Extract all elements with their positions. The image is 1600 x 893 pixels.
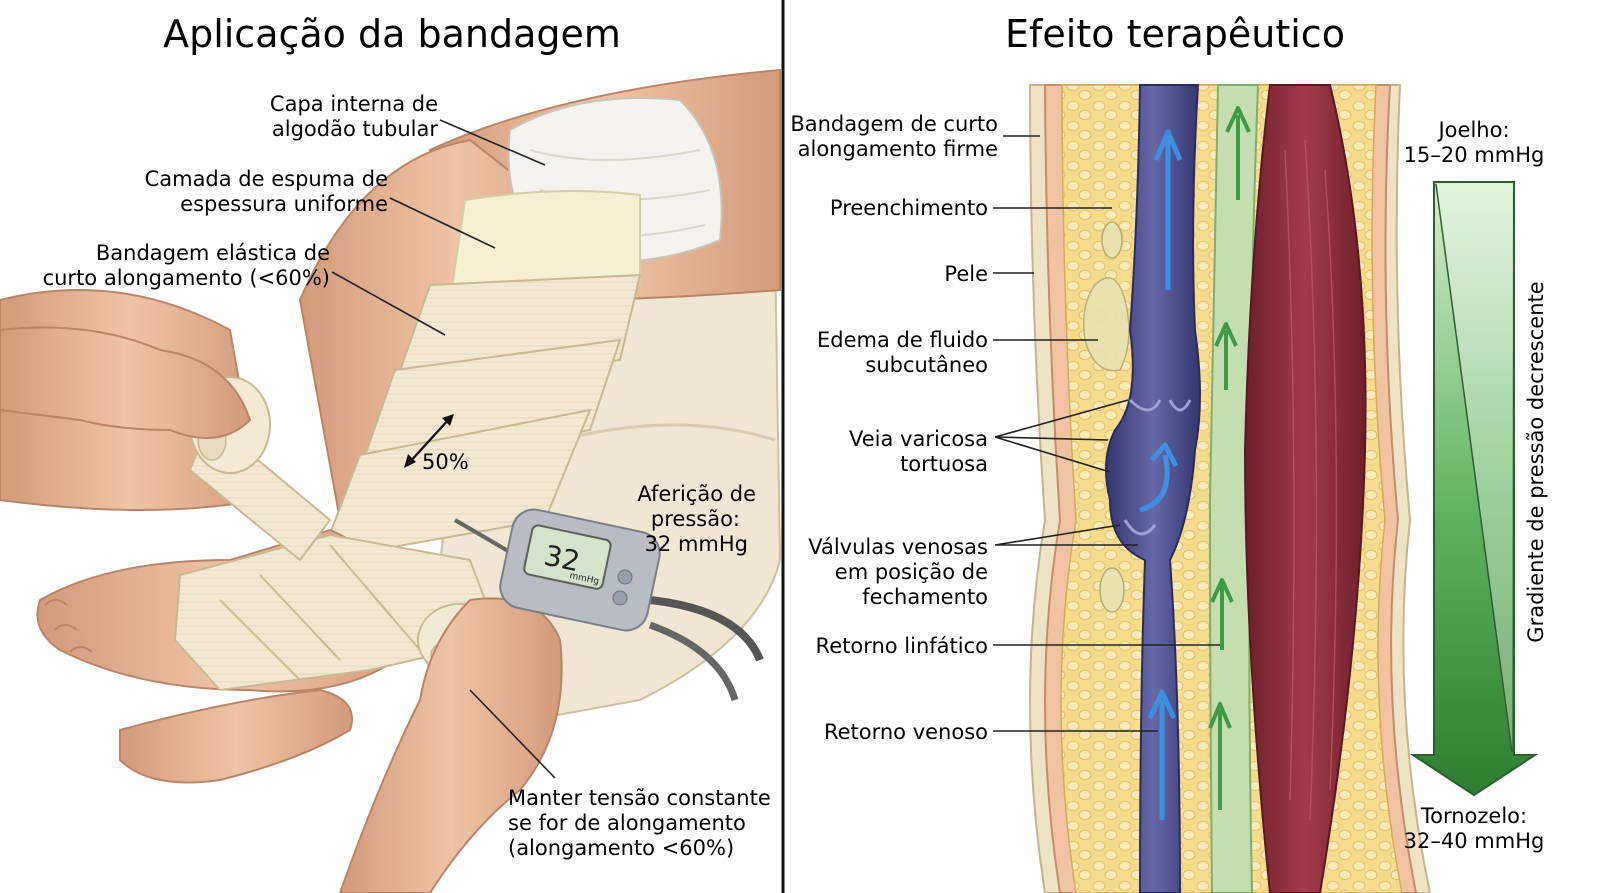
right-panel: Efeito terapêutico (790, 12, 1548, 893)
hand-left (0, 326, 252, 439)
gradient-caption: Gradiente de pressão decrescente (1524, 281, 1548, 642)
foot-bandage-crosses (219, 544, 421, 681)
label-edema-1: Edema de fluido (817, 328, 988, 352)
leader-valves (994, 524, 1138, 546)
label-inner-sleeve-2: algodão tubular (272, 117, 438, 141)
venous-arrow-bottom (1147, 689, 1177, 820)
valve-1 (1128, 398, 1192, 412)
gradient-bottom-1: Tornozelo: (1420, 804, 1527, 828)
edema-blob-3 (1099, 567, 1125, 613)
leader-tension (469, 689, 556, 779)
pressure-gradient: Joelho: 15–20 mmHg Gradiente de pressão … (1404, 118, 1548, 853)
venous-arrow-loop (1139, 442, 1179, 513)
meter-cable (649, 596, 764, 662)
label-skin: Pele (944, 262, 988, 286)
muscle (1243, 84, 1367, 893)
cross-section (1028, 84, 1432, 893)
label-foam-2: espessura uniforme (180, 192, 388, 216)
meter-button-down (612, 590, 628, 606)
overlap-arrow (407, 417, 451, 465)
label-firm-bandage-2: alongamento firme (798, 137, 998, 161)
gradient-bottom-2: 32–40 mmHg (1404, 829, 1545, 853)
label-elastic-1: Bandagem elástica de (96, 241, 330, 265)
label-valves-3: fechamento (862, 585, 988, 609)
lymph-arrow-3 (1210, 578, 1234, 650)
lymph-arrow-4 (1208, 702, 1232, 810)
label-pressure-1: Aferição de (637, 482, 756, 506)
label-valves-2: em posição de (835, 560, 988, 584)
label-valves-1: Válvulas venosas (808, 535, 988, 559)
gradient-arrow (1409, 181, 1539, 797)
meter-probe (453, 518, 517, 557)
leader-elastic (331, 271, 446, 336)
left-panel: Aplicação da bandagem (0, 12, 782, 893)
label-tension-2: se for de alongamento (508, 811, 746, 835)
label-firm-bandage-1: Bandagem de curto (790, 112, 998, 136)
left-title: Aplicação da bandagem (163, 12, 621, 56)
gradient-top-2: 15–20 mmHg (1404, 143, 1545, 167)
leader-foam (389, 197, 496, 249)
lymph-arrow-2 (1214, 322, 1238, 390)
cushion-fold (559, 423, 776, 442)
toes (44, 599, 93, 653)
lymph-arrow-1 (1225, 106, 1251, 200)
edema-blob-1 (1083, 276, 1130, 372)
label-lymph: Retorno linfático (816, 634, 988, 658)
leader-inner-sleeve (439, 119, 546, 166)
label-pressure-3: 32 mmHg (645, 532, 748, 556)
label-foam-1: Camada de espuma de (145, 167, 388, 191)
label-varicose-1: Veia varicosa (849, 427, 988, 451)
leader-varicose (994, 399, 1129, 473)
label-inner-sleeve-1: Capa interna de (270, 92, 438, 116)
pressure-meter: 32 mmHg (453, 508, 764, 702)
meter-cable-2 (648, 621, 739, 702)
meter-button-up (617, 569, 633, 585)
meter-screen (523, 524, 612, 590)
muscle-fibers (1284, 139, 1338, 821)
valve-2 (1123, 519, 1157, 536)
label-venous: Retorno venoso (824, 720, 988, 744)
gradient-top-1: Joelho: (1436, 118, 1509, 142)
label-padding: Preenchimento (830, 196, 988, 220)
gradient-wedge-edge (1435, 183, 1513, 753)
label-varicose-2: tortuosa (900, 452, 988, 476)
overlap-arrow-head-a (404, 454, 416, 468)
hand-bottom (119, 688, 353, 784)
vein (1105, 84, 1201, 893)
label-elastic-2: curto alongamento (<60%) (43, 266, 330, 290)
overlap-arrow-head-b (442, 414, 454, 426)
bandage-wrap-2 (358, 338, 622, 472)
edema-blob-2 (1101, 221, 1123, 259)
leg-illustration: 32 mmHg (0, 68, 782, 893)
venous-arrow-top (1153, 129, 1183, 290)
right-title: Efeito terapêutico (1005, 12, 1345, 56)
hand-right (338, 597, 563, 893)
label-pressure-2: pressão: (651, 507, 740, 531)
meter-reading: 32 (541, 539, 583, 579)
label-tension-3: (alongamento <60%) (508, 836, 734, 860)
label-edema-2: subcutâneo (865, 353, 988, 377)
label-overlap: 50% (422, 450, 469, 474)
label-tension-1: Manter tensão constante (508, 786, 771, 810)
